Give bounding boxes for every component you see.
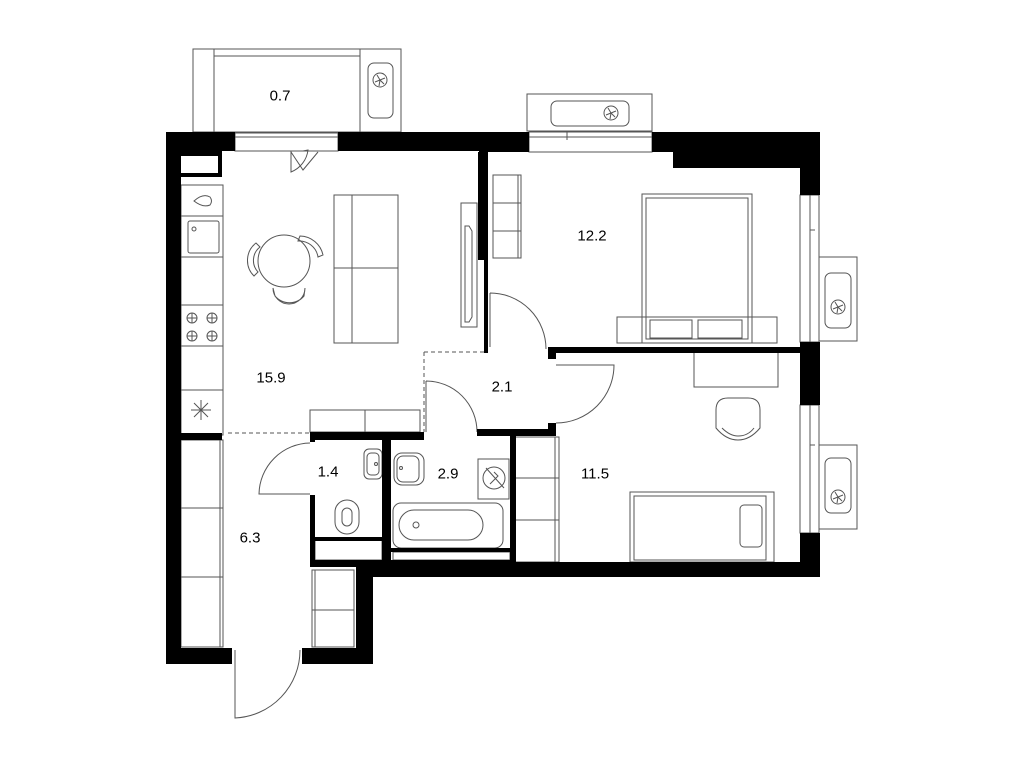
walls	[166, 132, 820, 664]
ac-unit-icon	[818, 256, 858, 342]
door	[555, 364, 615, 424]
washing-machine-icon	[477, 458, 510, 500]
fridge-icon	[191, 400, 211, 420]
area-label-balcony: 0.7	[269, 87, 291, 105]
shelf	[392, 551, 511, 561]
door	[425, 380, 478, 433]
door	[489, 292, 547, 350]
tv-icon	[460, 202, 478, 328]
single-bed-icon	[629, 491, 775, 563]
ac-unit-icon	[367, 62, 394, 119]
washbasin-icon	[393, 452, 425, 486]
wardrobe-icon	[514, 436, 560, 563]
balcony	[192, 48, 402, 133]
water-drop-icon	[193, 195, 212, 207]
area-label-hall: 2.1	[491, 378, 513, 396]
door	[290, 149, 319, 173]
door	[258, 442, 311, 495]
area-label-bedroom-1: 12.2	[577, 227, 607, 245]
shelf	[314, 539, 383, 561]
area-label-living-kitchen: 15.9	[256, 369, 286, 387]
dining-table-icon	[247, 234, 324, 305]
stove-icon	[186, 312, 218, 342]
kitchen-counter	[180, 184, 224, 436]
chair-icon	[715, 397, 761, 441]
wardrobe-icon	[311, 569, 355, 648]
toilet-icon	[334, 499, 360, 535]
wardrobe-icon	[180, 439, 224, 648]
ac-unit-icon	[526, 93, 653, 132]
bathtub-icon	[392, 502, 504, 549]
sofa-icon	[333, 194, 399, 344]
window	[799, 404, 820, 534]
washbasin-icon	[363, 448, 383, 480]
ac-unit-icon	[818, 444, 858, 530]
cabinet	[309, 409, 421, 433]
area-label-wc: 1.4	[317, 463, 339, 481]
window	[528, 131, 653, 153]
area-label-entrance-hall: 6.3	[239, 529, 261, 547]
entrance-door	[234, 649, 301, 719]
desk-icon	[693, 351, 779, 388]
double-bed-icon	[616, 193, 778, 344]
window	[234, 132, 339, 152]
area-label-bathroom: 2.9	[437, 465, 459, 483]
window	[799, 194, 820, 343]
wardrobe-icon	[492, 174, 522, 259]
area-label-bedroom-2: 11.5	[580, 465, 610, 483]
kitchen-sink-icon	[187, 220, 220, 254]
